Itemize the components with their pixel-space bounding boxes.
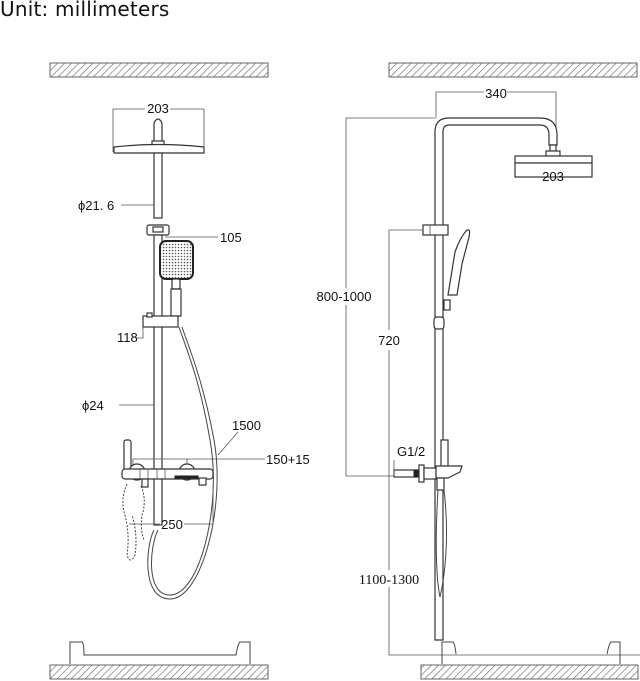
svg-text:340: 340 bbox=[485, 86, 507, 101]
svg-text:800-1000: 800-1000 bbox=[317, 289, 372, 304]
side-view: 340 203 800-1000 720 bbox=[317, 62, 640, 680]
front-view: 203 ϕ21. 6 105 bbox=[49, 62, 310, 680]
dim-pipe-lower-diameter: ϕ24 bbox=[82, 398, 154, 413]
unit-label: Unit: millimeters bbox=[0, 0, 170, 21]
rain-shower-head-side: 203 bbox=[514, 144, 593, 184]
svg-text:250: 250 bbox=[161, 517, 183, 532]
bathtub-front bbox=[49, 641, 269, 680]
dim-shower-head-width-front: 203 bbox=[112, 101, 205, 152]
svg-text:G1/2: G1/2 bbox=[397, 444, 425, 459]
ceiling-hatch-left bbox=[49, 62, 269, 78]
dim-mixer-width: 250 bbox=[129, 485, 214, 532]
dim-pipe-upper-diameter: ϕ21. 6 bbox=[78, 198, 154, 213]
svg-text:105: 105 bbox=[220, 230, 242, 245]
svg-text:203: 203 bbox=[542, 169, 564, 184]
svg-text:ϕ24: ϕ24 bbox=[82, 398, 104, 413]
shower-arm-side bbox=[434, 117, 558, 641]
rain-shower-head-front bbox=[113, 118, 205, 154]
slider-clip-side bbox=[422, 224, 449, 236]
svg-text:118: 118 bbox=[117, 330, 138, 345]
thermostatic-mixer-front bbox=[121, 439, 214, 561]
svg-text:1500: 1500 bbox=[232, 418, 261, 433]
ceiling-hatch-right bbox=[388, 62, 638, 78]
hose-side bbox=[435, 489, 448, 598]
dim-mixer-height: 1100-1300 bbox=[359, 476, 640, 656]
floor-hatch-left bbox=[49, 664, 269, 680]
holder-front: 118 bbox=[117, 312, 179, 345]
floor-hatch-right bbox=[420, 664, 639, 680]
dim-arm-projection: 340 bbox=[435, 86, 557, 140]
hand-shower-front: 105 bbox=[159, 230, 242, 317]
dim-inlet-thread: G1/2 bbox=[393, 444, 425, 476]
dim-overall-height: 800-1000 bbox=[317, 117, 435, 477]
svg-text:1100-1300: 1100-1300 bbox=[359, 573, 419, 588]
svg-text:150+15: 150+15 bbox=[266, 452, 310, 467]
thermostatic-mixer-side bbox=[393, 439, 463, 491]
svg-text:720: 720 bbox=[378, 333, 400, 348]
hand-shower-side bbox=[433, 229, 471, 330]
hose-front: 1500 bbox=[147, 326, 261, 600]
svg-text:ϕ21. 6: ϕ21. 6 bbox=[78, 198, 114, 213]
lower-pipe-front bbox=[153, 234, 163, 526]
bathtub-side bbox=[420, 641, 639, 680]
upper-pipe-front bbox=[153, 152, 163, 219]
svg-text:203: 203 bbox=[147, 101, 169, 116]
dim-slider-height: 720 bbox=[378, 229, 423, 476]
